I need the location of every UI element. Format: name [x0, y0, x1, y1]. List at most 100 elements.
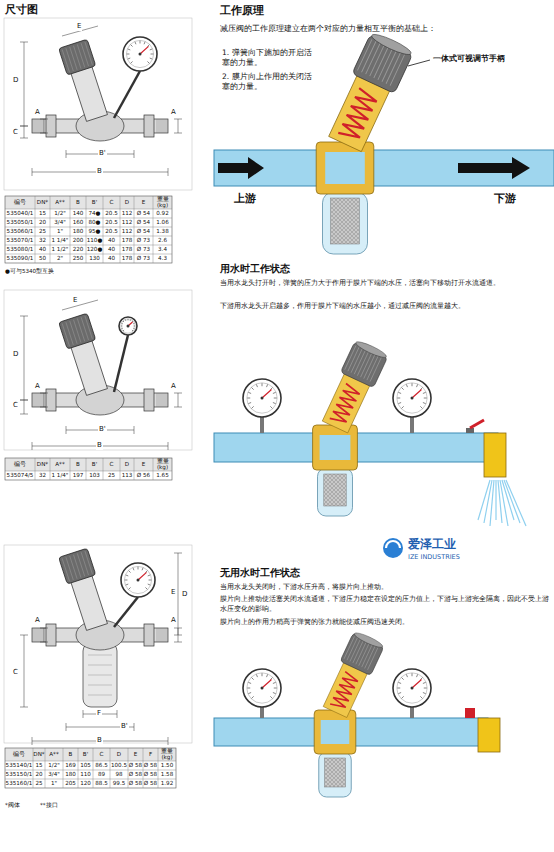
dimension-tick: [40, 642, 48, 643]
table-rule: [5, 254, 172, 255]
thread: [159, 119, 160, 133]
dimension-label: A: [170, 616, 177, 625]
table-cell: 50: [35, 254, 50, 263]
table-header: B: [70, 458, 86, 471]
bonnet-body: [70, 65, 107, 121]
table-rule: [5, 209, 172, 210]
pressure-gauge: [393, 379, 431, 417]
table-cell: 535060/1: [5, 227, 35, 236]
dimension-tick: [40, 393, 48, 394]
dimension-tick: [32, 442, 33, 450]
table-rule: [50, 196, 51, 263]
table-rule: [153, 458, 154, 480]
dimension-tick: [20, 707, 28, 708]
table-cell: Ø 73: [134, 254, 153, 263]
dimension-label: E: [76, 22, 82, 31]
table-cell: 535050/1: [5, 218, 35, 227]
table-rule: [103, 458, 104, 480]
tap-stem: [466, 428, 474, 433]
gauge-tick: [123, 330, 124, 331]
table-rule: [5, 227, 172, 228]
dimension-line: [24, 42, 25, 126]
gauge-tick: [248, 682, 251, 683]
watermark: 爱泽工业: [408, 536, 456, 552]
knob-top: [354, 339, 387, 360]
table-cell: Ø 73: [134, 245, 153, 254]
gauge-tick: [273, 693, 276, 694]
pressure-gauge: [243, 379, 281, 417]
bonnet: [59, 313, 112, 396]
table-cell: 25: [35, 227, 50, 236]
table-rule: [50, 458, 51, 480]
gauge-tick: [398, 392, 401, 393]
thread: [43, 628, 44, 642]
table-cell: 3/4": [50, 218, 70, 227]
knurl: [70, 321, 77, 344]
table-cell: 197: [70, 471, 86, 480]
gauge-tick: [144, 42, 145, 45]
table-cell: 98: [110, 770, 128, 779]
table-note: *阀体: [5, 802, 20, 810]
table-cell: Ø 58: [128, 770, 143, 779]
bonnet: [324, 31, 415, 154]
gauge-tick: [273, 403, 276, 404]
union-nut: [144, 389, 154, 411]
knurl: [370, 357, 381, 381]
gauge-tick: [132, 330, 133, 331]
table-rule: [45, 748, 46, 788]
water-spray: [506, 480, 526, 526]
gauge-tick: [247, 688, 250, 689]
gauge-tick: [273, 682, 276, 683]
union-nut: [144, 115, 154, 137]
section-heading: 无用水时工作状态: [220, 566, 300, 580]
table-cell: Ø 58: [143, 761, 158, 770]
dimension-line: [174, 628, 182, 642]
knob-top: [353, 631, 384, 650]
gauge-tick: [128, 319, 129, 320]
table-grid: [5, 458, 172, 480]
thread: [35, 628, 36, 642]
table-rule: [70, 458, 71, 480]
table-cell: 140: [70, 209, 86, 218]
table-header: 重量 (kg): [153, 458, 172, 471]
gauge-dial: [397, 383, 427, 413]
table-grid: [5, 196, 172, 263]
table-cell: 74●: [86, 209, 103, 218]
gauge-tick: [135, 42, 136, 45]
drawing-frame: [4, 545, 192, 743]
table-cell: 0.92: [153, 209, 172, 218]
table-cell: 105: [78, 761, 93, 770]
gauge-hub: [139, 53, 142, 56]
dimension-tick: [174, 119, 182, 120]
dimension-label: A: [34, 108, 41, 117]
gauge-tick: [417, 384, 418, 387]
dimension-line: [20, 316, 28, 400]
dimension-tick: [66, 723, 67, 731]
dimension-tick: [20, 635, 28, 636]
knurl: [85, 316, 92, 339]
flow-arrow: [458, 157, 530, 179]
table-cell: 99.5: [110, 779, 128, 788]
valve-body: [314, 710, 356, 754]
gauge-tick: [424, 688, 427, 689]
valve-outline: [32, 548, 168, 707]
thread: [161, 628, 162, 642]
spring: [338, 88, 378, 142]
knob-top: [370, 31, 413, 57]
gauge-tick: [262, 673, 263, 676]
knurl: [74, 320, 81, 343]
thread: [161, 393, 162, 407]
table-note: **接口: [40, 802, 58, 810]
water-spray: [495, 480, 496, 520]
dimension-line: [24, 126, 25, 138]
thread: [35, 393, 36, 407]
gauge-stem: [114, 335, 128, 392]
thread: [157, 393, 158, 407]
pressure-gauge: [119, 317, 137, 335]
table-cell: 1 1/4": [50, 236, 70, 245]
table-cell: 88.5: [93, 779, 110, 788]
table-cell: 20.5: [103, 209, 120, 218]
gauge-tick: [122, 323, 123, 325]
dimension-label: B: [96, 736, 103, 745]
